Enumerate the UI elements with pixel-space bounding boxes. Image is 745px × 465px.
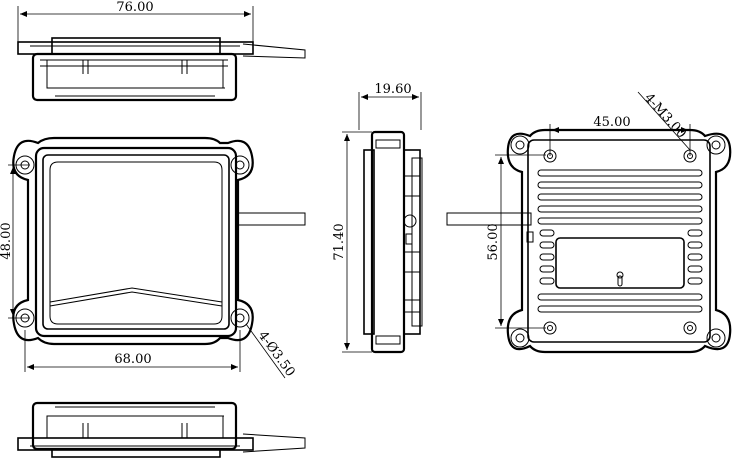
side-view: 19.60 71.40 xyxy=(332,82,423,354)
front-view: 48.00 68.00 4-Ø3.50 xyxy=(0,136,306,380)
bottom-view xyxy=(17,401,306,458)
dim-front-width: 68.00 xyxy=(114,352,151,367)
dim-back-threads: 4-M3.00 xyxy=(641,91,689,142)
dim-side-depth: 19.60 xyxy=(374,82,411,97)
dim-top-width: 76.00 xyxy=(116,0,153,15)
dim-back-y: 56.00 xyxy=(486,223,501,260)
dim-side-height: 71.40 xyxy=(332,223,347,260)
top-view: 76.00 xyxy=(17,0,306,102)
dim-back-x: 45.00 xyxy=(593,115,630,130)
dim-holes: 4-Ø3.50 xyxy=(255,329,298,380)
dim-front-height: 48.00 xyxy=(0,222,14,259)
back-view: 45.00 4-M3.00 56.00 xyxy=(446,91,732,354)
